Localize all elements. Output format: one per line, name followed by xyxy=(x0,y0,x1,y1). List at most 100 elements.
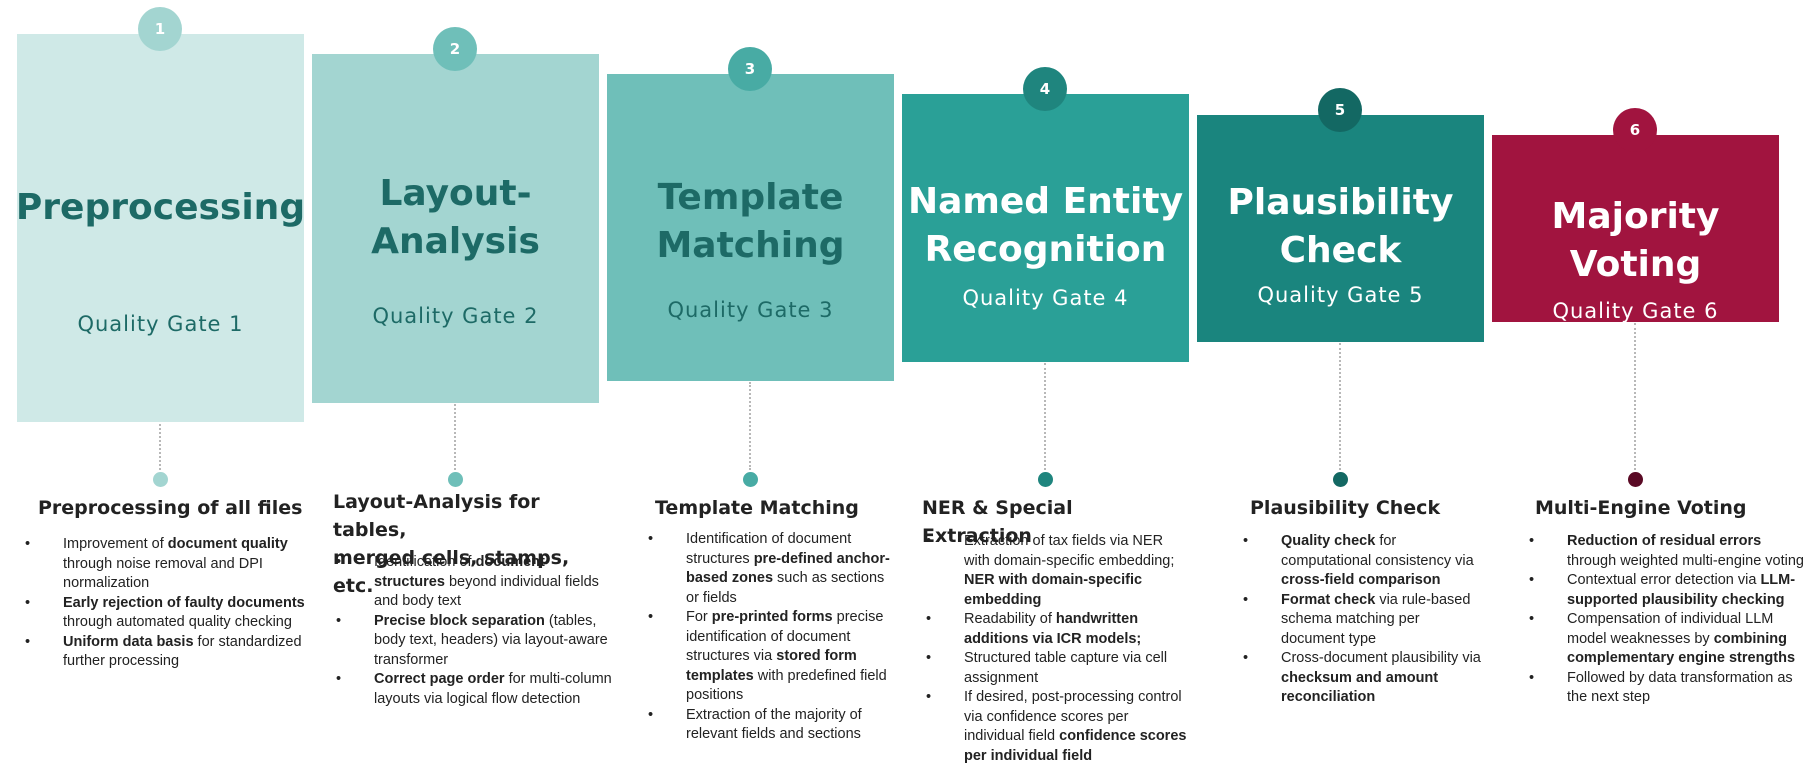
bullet-text: for standardized further processing xyxy=(63,633,302,670)
bullet-text: precise identification of document struc… xyxy=(686,609,884,664)
bullet-text: such as sections or fields xyxy=(686,570,885,606)
detail-heading: Preprocessing of all files xyxy=(38,497,303,519)
connector-line xyxy=(454,404,456,470)
gate-box-3: Template Matching Quality Gate 3 xyxy=(607,74,894,381)
gate-label: Quality Gate 5 xyxy=(1257,283,1424,307)
bullet-text: for computational consistency via xyxy=(1281,533,1474,569)
bullet-text: beyond individual fields and body text xyxy=(374,573,599,610)
bullet-item: Uniform data basis for standardized furt… xyxy=(17,633,317,672)
bullet-item: Correct page order for multi-column layo… xyxy=(328,670,613,709)
gate-box-5: Plausibility Check Quality Gate 5 xyxy=(1197,115,1484,342)
connector-dot xyxy=(1038,472,1053,487)
bullet-item: Extraction of tax fields via NER with do… xyxy=(918,532,1188,610)
bullet-bold-text: Uniform data basis xyxy=(63,633,194,650)
gate-box-6: Majority Voting Quality Gate 6 xyxy=(1492,135,1779,323)
detail-bullets: Identification of document structures be… xyxy=(328,553,613,709)
bullet-text: Extraction of tax fields via NER with do… xyxy=(964,533,1175,569)
bullet-item: Improvement of document quality through … xyxy=(17,535,317,594)
bullet-text: Identification of document structures xyxy=(686,531,852,567)
bullet-bold-text: document structures xyxy=(374,554,545,590)
connector-line xyxy=(1339,343,1341,470)
bullet-text: via rule-based schema matching per docum… xyxy=(1281,591,1471,647)
bullet-text: Improvement of xyxy=(63,536,168,552)
detail-bullets: Identification of document structures pr… xyxy=(640,530,900,745)
bullet-item: Structured table capture via cell assign… xyxy=(918,649,1188,688)
bullet-bold-text: LLM-supported plausibility checking xyxy=(1567,572,1796,608)
bullet-bold-text: NER with domain-specific embedding xyxy=(964,572,1143,608)
connector-line xyxy=(159,424,161,470)
detail-bullets: Quality check for computational consiste… xyxy=(1235,532,1485,708)
connector-dot xyxy=(448,472,463,487)
bullet-item: Readability of handwritten additions via… xyxy=(918,610,1188,649)
bullet-bold-text: Format check xyxy=(1281,591,1376,608)
bullet-bold-text: Reduction of residual errors xyxy=(1567,533,1762,549)
connector-dot xyxy=(743,472,758,487)
bullet-item: Quality check for computational consiste… xyxy=(1235,532,1485,591)
gate-box-1: Preprocessing Quality Gate 1 xyxy=(15,34,306,422)
detail-bullets: Reduction of residual errors through wei… xyxy=(1521,532,1807,708)
bullet-item: Precise block separation (tables, body t… xyxy=(328,612,613,671)
bullet-text: Readability of xyxy=(964,611,1056,627)
gate-box-4: Named Entity Recognition Quality Gate 4 xyxy=(902,94,1189,362)
bullet-bold-text: Quality check xyxy=(1281,533,1376,549)
bullet-item: Format check via rule-based schema match… xyxy=(1235,591,1485,650)
gate-label: Quality Gate 3 xyxy=(667,298,834,322)
bullet-item: Contextual error detection via LLM-suppo… xyxy=(1521,571,1807,610)
bullet-item: Identification of document structures pr… xyxy=(640,530,900,608)
bullet-text: with predefined field positions xyxy=(686,667,887,704)
bullet-text: through weighted multi-engine voting xyxy=(1567,552,1804,569)
gate-label: Quality Gate 2 xyxy=(372,304,539,328)
bullet-text: through noise removal and DPI normalizat… xyxy=(63,555,263,592)
step-badge-6: 6 xyxy=(1613,108,1657,152)
bullet-bold-text: handwritten additions via ICR models; xyxy=(964,611,1142,647)
bullet-bold-text: cross-field comparison xyxy=(1281,572,1441,588)
stage-3: Template Matching Quality Gate 3 3 Templ… xyxy=(607,0,894,762)
gate-box-2: Layout- Analysis Quality Gate 2 xyxy=(312,54,599,403)
stage-6: Majority Voting Quality Gate 6 6 Multi-E… xyxy=(1492,0,1804,762)
bullet-bold-text: Correct page order xyxy=(374,671,505,687)
stage-5: Plausibility Check Quality Gate 5 5 Plau… xyxy=(1197,0,1484,762)
gate-label: Quality Gate 6 xyxy=(1552,299,1719,323)
bullet-item: Compensation of individual LLM model wea… xyxy=(1521,610,1807,669)
bullet-item: Extraction of the majority of relevant f… xyxy=(640,706,900,745)
bullet-bold-text: combining complementary engine strengths xyxy=(1567,630,1796,667)
bullet-item: For pre-printed forms precise identifica… xyxy=(640,608,900,706)
detail-heading: Plausibility Check xyxy=(1250,497,1441,519)
bullet-item: Early rejection of faulty documents thro… xyxy=(17,594,317,633)
stage-1: Preprocessing Quality Gate 1 1 Preproces… xyxy=(15,0,306,762)
detail-bullets: Extraction of tax fields via NER with do… xyxy=(918,532,1188,766)
bullet-item: Reduction of residual errors through wei… xyxy=(1521,532,1807,571)
bullet-bold-text: Early rejection of faulty documents xyxy=(63,594,305,611)
bullet-bold-text: confidence scores per individual field xyxy=(964,728,1187,764)
stage-title: Majority Voting xyxy=(1551,196,1720,285)
bullet-bold-text: pre-defined anchor-based zones xyxy=(686,550,890,587)
step-badge-2: 2 xyxy=(433,27,477,71)
bullet-text: For xyxy=(686,609,712,625)
connector-line xyxy=(1044,363,1046,470)
detail-heading: Template Matching xyxy=(655,497,859,519)
connector-dot xyxy=(1333,472,1348,487)
detail-heading: Multi-Engine Voting xyxy=(1535,497,1747,519)
bullet-text: Contextual error detection via xyxy=(1567,572,1761,588)
bullet-text: Cross-document plausibility via xyxy=(1281,650,1481,666)
bullet-text: through automated quality checking xyxy=(63,614,292,630)
stage-title: Plausibility Check xyxy=(1227,182,1454,271)
bullet-item: Identification of document structures be… xyxy=(328,553,613,612)
bullet-text: Identification of xyxy=(374,554,476,570)
bullet-bold-text: stored form templates xyxy=(686,648,857,684)
connector-dot xyxy=(1628,472,1643,487)
bullet-text: Extraction of the majority of relevant f… xyxy=(686,706,862,743)
bullet-text: Compensation of individual LLM model wea… xyxy=(1567,611,1774,647)
bullet-bold-text: checksum and amount reconciliation xyxy=(1281,669,1439,706)
stage-title: Preprocessing xyxy=(15,187,306,228)
bullet-text: If desired, post-processing control via … xyxy=(964,689,1182,744)
connector-line xyxy=(1634,323,1636,470)
bullet-bold-text: Precise block separation xyxy=(374,612,545,629)
bullet-item: If desired, post-processing control via … xyxy=(918,688,1188,766)
gate-label: Quality Gate 1 xyxy=(77,312,244,336)
bullet-text: (tables, body text, headers) via layout-… xyxy=(374,612,608,668)
bullet-text: Followed by data transformation as the n… xyxy=(1567,669,1793,706)
bullet-item: Followed by data transformation as the n… xyxy=(1521,669,1807,708)
stage-title: Named Entity Recognition xyxy=(907,181,1184,270)
connector-dot xyxy=(153,472,168,487)
